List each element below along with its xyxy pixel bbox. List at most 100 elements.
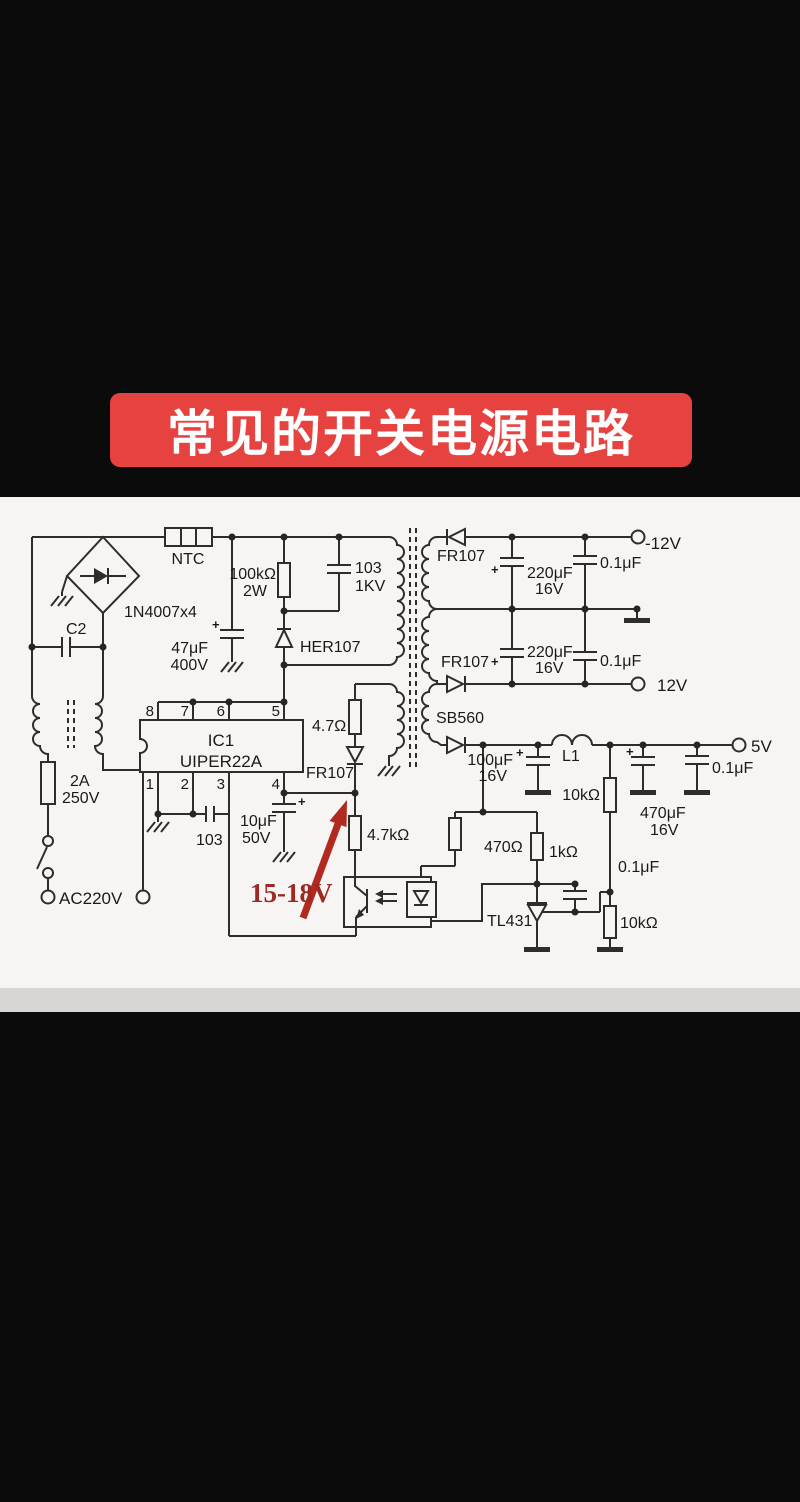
plus-mark: + xyxy=(491,562,499,577)
v5-cap-volt: 16V xyxy=(479,768,508,785)
ac-input-label: AC220V xyxy=(59,889,123,908)
ground-icon xyxy=(272,847,296,863)
transformer-sec2-winding xyxy=(421,608,438,684)
divider-upper-label: 10kΩ xyxy=(562,787,600,804)
aux-fr107-diode xyxy=(345,746,365,765)
ground-bar-icon xyxy=(629,780,657,796)
plus-mark: + xyxy=(298,794,306,809)
v5-cap3-label: 0.1μF xyxy=(712,760,753,777)
voltage-annotation-arrow-icon xyxy=(299,800,347,920)
ac-terminal-left xyxy=(40,889,56,905)
bulk-cap-volt: 400V xyxy=(171,657,209,674)
opto-light-arrow-icon xyxy=(375,890,383,898)
snubber-resistor xyxy=(277,562,291,598)
v5-cap2-value: 470μF xyxy=(640,805,686,822)
ground-icon xyxy=(146,817,170,833)
junction-dots xyxy=(28,533,701,916)
pin-6: 6 xyxy=(217,703,225,720)
bias-res-label: 470Ω xyxy=(484,839,523,856)
divider-resistor-lower xyxy=(603,905,617,939)
ntc-label: NTC xyxy=(172,551,205,568)
snubber-res-label: 100kΩ xyxy=(229,566,276,583)
aux-resistor-4r7 xyxy=(348,699,362,735)
divider-resistor-upper xyxy=(603,777,617,813)
fr107-neg12-label: FR107 xyxy=(437,548,485,565)
res-4k7-label: 4.7kΩ xyxy=(367,827,409,844)
wires xyxy=(31,528,732,938)
snubber-cap-volt: 1KV xyxy=(355,578,386,595)
opto-emitter-arrow-icon xyxy=(356,909,364,919)
ic-body xyxy=(139,719,304,773)
ground-bar-icon xyxy=(596,937,624,953)
ground-icon xyxy=(50,591,74,607)
switch-contact-bottom xyxy=(42,867,54,879)
fr107-pos12-label: FR107 xyxy=(441,654,489,671)
plus-mark: + xyxy=(626,744,634,759)
page-title: 常见的开关电源电路 xyxy=(167,406,635,462)
transformer-sec3-winding xyxy=(421,683,447,746)
snubber-cap-label: 103 xyxy=(355,560,382,577)
pin-7: 7 xyxy=(181,703,189,720)
tl431-label: TL431 xyxy=(487,913,532,930)
sb560-diode xyxy=(446,735,466,755)
bulk-cap-value: 47μF xyxy=(171,640,208,657)
ground-icon xyxy=(377,761,401,777)
ground-icon xyxy=(220,657,244,673)
divider-lower-label: 10kΩ xyxy=(620,915,658,932)
terminal-12v-label: 12V xyxy=(657,676,688,695)
pin-5: 5 xyxy=(272,703,280,720)
choke-core xyxy=(67,700,75,748)
bridge-label: 1N4007x4 xyxy=(124,604,197,621)
bias-resistor-470 xyxy=(448,817,462,851)
pin-1: 1 xyxy=(146,776,154,793)
paper-bottom-strip xyxy=(0,988,800,1012)
ac-terminal-right xyxy=(135,889,151,905)
terminal-neg12v-label: -12V xyxy=(645,534,682,553)
components xyxy=(28,527,747,953)
fr107-neg12-diode xyxy=(446,527,466,547)
pin-3: 3 xyxy=(217,776,225,793)
transformer-primary-winding xyxy=(284,536,405,666)
neg12-cap-volt: 16V xyxy=(535,581,564,598)
sb560-label: SB560 xyxy=(436,710,484,727)
labels: NTC 1N4007x4 C2 47μF 400V 2A 250V AC220V… xyxy=(59,534,772,932)
fuse xyxy=(40,761,56,805)
fuse-current: 2A xyxy=(70,773,90,790)
v5-cap-value: 100μF xyxy=(467,752,513,769)
opto-led-diode xyxy=(412,890,430,905)
pin-8: 8 xyxy=(146,703,154,720)
inductor-label: L1 xyxy=(562,748,580,765)
terminal-5v-label: 5V xyxy=(751,737,772,756)
her107-label: HER107 xyxy=(300,639,361,656)
fuse-volt: 250V xyxy=(62,790,100,807)
resistor-1k xyxy=(530,832,544,861)
plus-mark: + xyxy=(212,617,220,632)
terminal-12v xyxy=(630,676,646,692)
aux-diode-label: FR107 xyxy=(306,765,354,782)
pin-2: 2 xyxy=(181,776,189,793)
terminal-5v xyxy=(731,737,747,753)
ic-part: UIPER22A xyxy=(180,752,263,771)
pos12-cap-value: 220μF xyxy=(527,644,573,661)
bridge-diode-icon xyxy=(94,568,108,584)
switch-contact-top xyxy=(42,835,54,847)
neg12-cap2-label: 0.1μF xyxy=(600,555,641,572)
bypass-cap-label: 103 xyxy=(196,832,223,849)
resistor-4k7 xyxy=(348,815,362,851)
pos12-cap2-label: 0.1μF xyxy=(600,653,641,670)
c2-label: C2 xyxy=(66,621,87,638)
fr107-pos12-diode xyxy=(446,674,466,694)
plus-mark: + xyxy=(491,654,499,669)
ground-bar-icon xyxy=(523,937,551,953)
transformer-aux-winding xyxy=(355,683,405,762)
pin-4: 4 xyxy=(272,776,280,793)
v5-cap2-volt: 16V xyxy=(650,822,679,839)
transformer-sec1-winding xyxy=(421,536,438,610)
transformer-core xyxy=(409,528,417,768)
plus-mark: + xyxy=(516,745,524,760)
feedback-cap-label: 0.1μF xyxy=(618,859,659,876)
voltage-annotation: 15-18V xyxy=(250,878,333,908)
vdd-cap-value: 10μF xyxy=(240,813,277,830)
ground-bar-icon xyxy=(683,780,711,796)
